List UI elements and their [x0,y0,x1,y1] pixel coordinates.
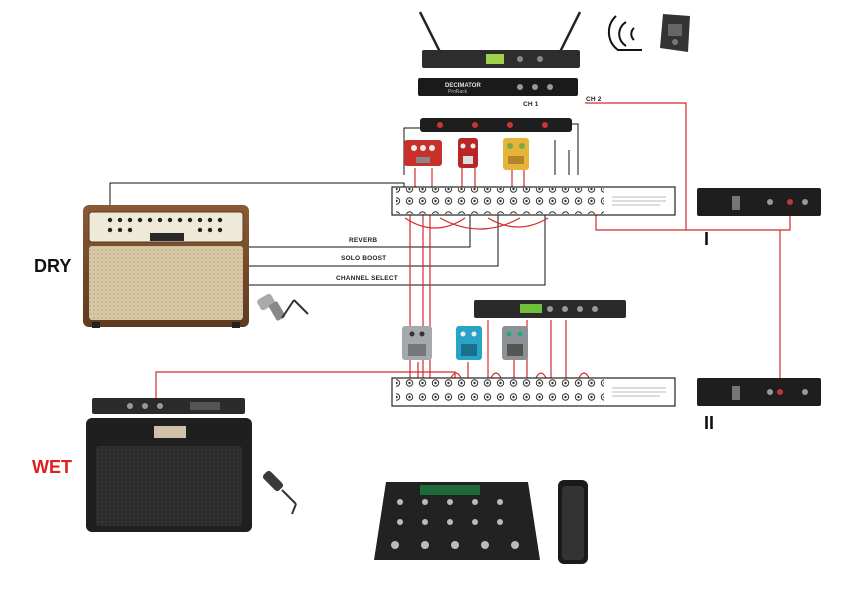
bodypack-transmitter [660,14,690,52]
microphone [257,293,309,321]
ch2-label: CH 2 [586,96,602,103]
effects-pedal [503,138,529,170]
reverb-label: REVERB [349,237,378,244]
loop-switcher-panel [697,188,821,216]
effects-pedal [456,326,482,360]
line-mixer [420,118,572,132]
effects-pedal [404,140,442,166]
solo-boost-label: SOLO BOOST [341,255,387,262]
effects-pedal [402,326,432,360]
decimator-rack: DECIMATOR ProRack [418,78,578,96]
decimator-model: ProRack [448,89,468,95]
speaker-cabinet [86,418,252,532]
expression-pedal [558,480,588,564]
loop-one-label: I [704,229,710,249]
loop-switcher-panel [697,378,821,406]
loop-two-label: II [704,413,715,433]
microphone [262,470,297,515]
wet-label: WET [32,457,72,477]
decimator-brand: DECIMATOR [445,83,481,89]
ch1-label: CH 1 [523,101,539,108]
wireless-signal-icon [607,15,642,51]
dry-label: DRY [34,256,72,276]
channel-select-label: CHANNEL SELECT [336,275,398,282]
effects-pedal [502,326,528,360]
patchbay [391,186,676,216]
midi-footcontroller [374,482,540,560]
rack-preamp [92,398,245,414]
effects-pedal [458,138,478,168]
wireless-receiver [418,11,582,68]
combo-amp [83,205,249,328]
rack-effects-unit [474,300,626,318]
patchbay [391,377,676,407]
